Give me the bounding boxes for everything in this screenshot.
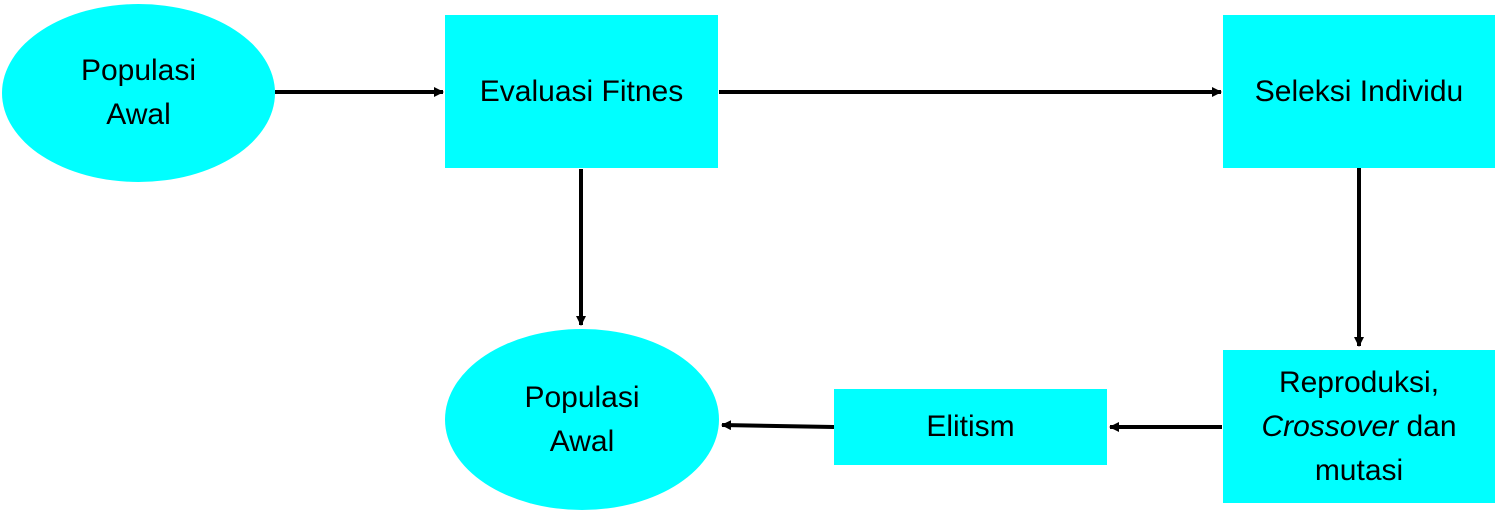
node-label-line1: Populasi	[80, 54, 197, 87]
node-evaluasi-fitnes: Evaluasi Fitnes	[445, 15, 718, 168]
node-label-line1: Populasi	[524, 380, 640, 414]
node-label-line2: Awal	[106, 98, 171, 131]
node-elitism: Elitism	[834, 389, 1107, 465]
node-populasi-awal-start: Populasi Awal	[2, 4, 275, 182]
node-label-line2: Crossover dan	[1261, 405, 1456, 449]
node-label-line2: Awal	[549, 424, 615, 458]
node-reproduksi: Reproduksi, Crossover dan mutasi	[1223, 350, 1495, 503]
node-label: Elitism	[926, 410, 1015, 443]
node-label: Seleksi Individu	[1254, 74, 1464, 108]
node-populasi-awal-end: Populasi Awal	[445, 329, 719, 510]
conjunction-text: dan	[1398, 409, 1457, 443]
node-label-line1: Reproduksi,	[1278, 365, 1440, 399]
node-label-line3: mutasi	[1314, 453, 1404, 487]
node-seleksi-individu: Seleksi Individu	[1223, 15, 1495, 168]
arrow-elitism-to-populasi	[721, 420, 835, 431]
crossover-term: Crossover	[1261, 409, 1399, 443]
node-label: Evaluasi Fitnes	[479, 74, 684, 108]
